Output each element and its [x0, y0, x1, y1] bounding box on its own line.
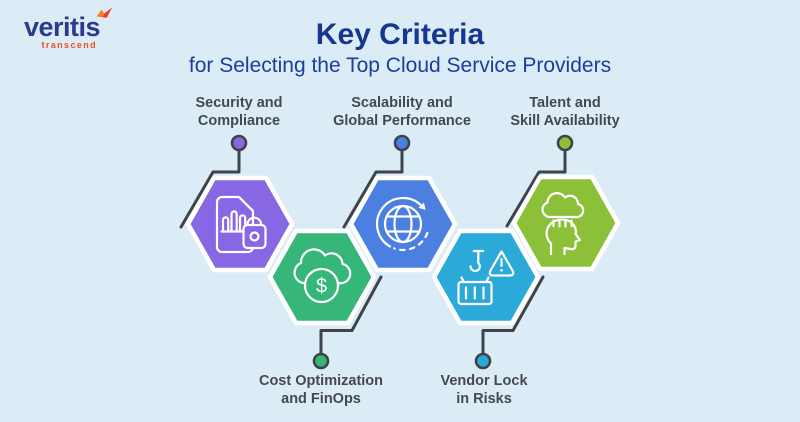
brand-swoosh-icon	[96, 7, 113, 18]
marker-dot-scalability	[393, 134, 411, 152]
knowledge-cloud	[541, 192, 585, 219]
chart-bar	[230, 210, 238, 233]
page-subtitle: for Selecting the Top Cloud Service Prov…	[188, 54, 612, 77]
document-fold	[238, 196, 254, 212]
page-title: Key Criteria	[315, 18, 485, 51]
label-cost-finops: Cost Optimization and FinOps	[258, 373, 384, 407]
marker-dot-cost	[312, 352, 330, 370]
label-talent-availability: Talent and Skill Availability	[510, 95, 620, 129]
brand-logo: veritis transcend	[24, 7, 113, 50]
head-cloud-icon	[541, 192, 585, 256]
globe-meridian	[393, 204, 413, 244]
warning-exclamation-dot	[500, 269, 503, 272]
container-lug	[460, 276, 465, 283]
warning-triangle	[488, 250, 515, 277]
brand-name: veritis	[24, 12, 101, 42]
container-lug	[485, 276, 490, 283]
label-vendor-lockin: Vendor Lock in Risks	[440, 373, 528, 407]
sync-arrow-arc	[376, 196, 423, 248]
cost-cloud	[293, 248, 352, 285]
padlock-shackle	[246, 216, 263, 228]
container-box	[457, 280, 493, 306]
arrowhead	[418, 202, 426, 210]
head-profile	[545, 218, 582, 256]
connector-security	[179, 148, 241, 229]
crane-hook	[469, 250, 481, 273]
connector-talent	[505, 148, 567, 228]
connector-cost	[319, 275, 383, 356]
brand-tagline: transcend	[41, 40, 98, 50]
header: Key Criteria for Selecting the Top Cloud…	[0, 19, 800, 78]
globe-sync-icon	[376, 196, 429, 252]
label-scalability-performance: Scalability and Global Performance	[333, 95, 471, 129]
sync-dashed-arc	[393, 231, 429, 252]
dollar-circle	[303, 267, 340, 304]
hexagon-vendor	[431, 228, 541, 326]
hexagon-scalability	[348, 175, 458, 273]
padlock-body	[242, 223, 267, 250]
connector-scalability	[342, 148, 404, 229]
label-security-compliance: Security and Compliance	[195, 95, 283, 129]
cloud-dollar-icon: $	[293, 248, 352, 304]
chart-bar	[221, 216, 230, 233]
connector-vendor	[481, 275, 545, 356]
marker-dot-talent	[556, 134, 574, 152]
marker-dot-security	[230, 134, 248, 152]
marker-dot-vendor	[474, 352, 492, 370]
chart-bar	[238, 214, 247, 233]
document-chart-lock-icon	[215, 195, 267, 254]
crane-container-warning-icon	[457, 249, 515, 306]
dollar-symbol: $	[316, 276, 327, 298]
padlock-keyhole	[249, 231, 260, 242]
